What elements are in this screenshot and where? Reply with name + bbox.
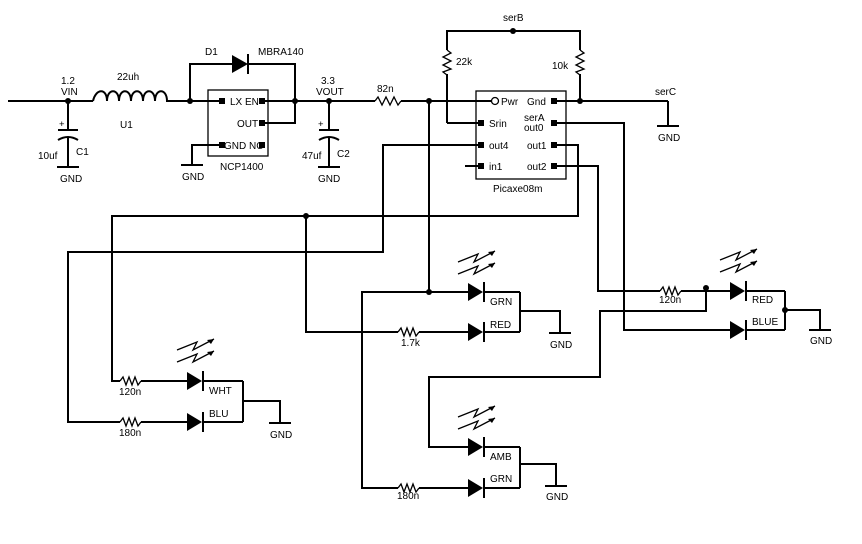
led-red-label: RED [490, 320, 511, 331]
c1-value-label: 10uf [38, 151, 58, 162]
pic-pwr-label: Pwr [501, 97, 519, 108]
c2-label: C2 [337, 149, 350, 160]
r10k-label: 10k [552, 61, 569, 72]
pic-sera-label: serA [524, 113, 545, 124]
pic-in1-label: in1 [489, 162, 503, 173]
led-group-wht-blu: 120n WHT 180n BLU GND [119, 338, 292, 441]
r120n-label: 120n [119, 387, 141, 398]
vout-voltage-label: 3.3 [321, 76, 335, 87]
pic-gnd-label: Gnd [527, 97, 546, 108]
regulator-ncp1400: LX EN OUT GND NC NCP1400 GND [181, 89, 298, 183]
reg-gnd-nc-label: GND NC [224, 141, 263, 152]
c1-label: C1 [76, 147, 89, 158]
svg-text:GND: GND [658, 133, 680, 144]
r82n-label: 82n [377, 84, 394, 95]
pic-srin-label: Srin [489, 119, 507, 130]
svg-text:GND: GND [810, 336, 832, 347]
vin-voltage-label: 1.2 [61, 76, 75, 87]
d1-label: D1 [205, 47, 218, 58]
diode-part-label: MBRA140 [258, 47, 304, 58]
r22k-label: 22k [456, 57, 473, 68]
led-group-grn-red: GRN 1.7k RED GND [397, 250, 572, 351]
serb-label: serB [503, 13, 524, 24]
led-grn-label: GRN [490, 297, 512, 308]
r120n-right-label: 120n [659, 295, 681, 306]
reg-out-label: OUT [237, 119, 258, 130]
led-red-right-label: RED [752, 295, 773, 306]
svg-text:GND: GND [546, 492, 568, 503]
svg-text:GND: GND [550, 340, 572, 351]
picaxe-chip: Pwr Gnd Srin serA out0 out4 out1 in1 out… [475, 90, 567, 195]
pic-out0-label: out0 [524, 123, 544, 134]
resistor-82n: 82n [374, 84, 492, 107]
r180n-bottom-label: 180n [397, 491, 419, 502]
vout-label: VOUT [316, 87, 344, 98]
led-wht-label: WHT [209, 386, 232, 397]
reg-lx-en-label: LX EN [230, 97, 259, 108]
signal-wires [67, 101, 730, 489]
serial-network: serB 22k 10k serC GND [441, 13, 680, 144]
light-emission-icon [457, 250, 496, 276]
led-blu-label: BLU [209, 409, 228, 420]
r1k7-label: 1.7k [401, 338, 421, 349]
inductor-u1: 22uh U1 [92, 72, 193, 131]
capacitor-c1: + 10uf C1 GND [38, 101, 89, 185]
pic-out4-label: out4 [489, 141, 509, 152]
svg-text:GND: GND [318, 174, 340, 185]
svg-text:GND: GND [270, 430, 292, 441]
light-emission-icon [176, 338, 215, 364]
gnd-label: GND [60, 174, 82, 185]
reg-name-label: NCP1400 [220, 162, 264, 173]
capacitor-c2: + 47uf C2 GND [302, 101, 350, 185]
diode-d1: D1 MBRA140 [189, 47, 304, 101]
led-blue-label: BLUE [752, 317, 778, 328]
led-grn-bottom-label: GRN [490, 474, 512, 485]
led-group-red-blue: 120n RED BLUE GND [659, 248, 832, 347]
svg-text:+: + [318, 119, 324, 130]
light-emission-icon [719, 248, 758, 274]
svg-text:GND: GND [182, 172, 204, 183]
r180n-label: 180n [119, 428, 141, 439]
led-group-amb-grn: AMB 180n GRN GND [397, 405, 568, 503]
serc-label: serC [655, 87, 676, 98]
inductor-value-label: 22uh [117, 72, 139, 83]
vout-node: 3.3 VOUT [295, 76, 375, 104]
inductor-ref-label: U1 [120, 120, 133, 131]
vin-section: 1.2 VIN [8, 76, 93, 104]
pic-out2-label: out2 [527, 162, 547, 173]
svg-text:+: + [59, 119, 65, 130]
pic-out1-label: out1 [527, 141, 547, 152]
light-emission-icon [457, 405, 496, 431]
c2-value-label: 47uf [302, 151, 322, 162]
vin-label: VIN [61, 87, 78, 98]
pic-name-label: Picaxe08m [493, 184, 542, 195]
led-amb-label: AMB [490, 452, 512, 463]
